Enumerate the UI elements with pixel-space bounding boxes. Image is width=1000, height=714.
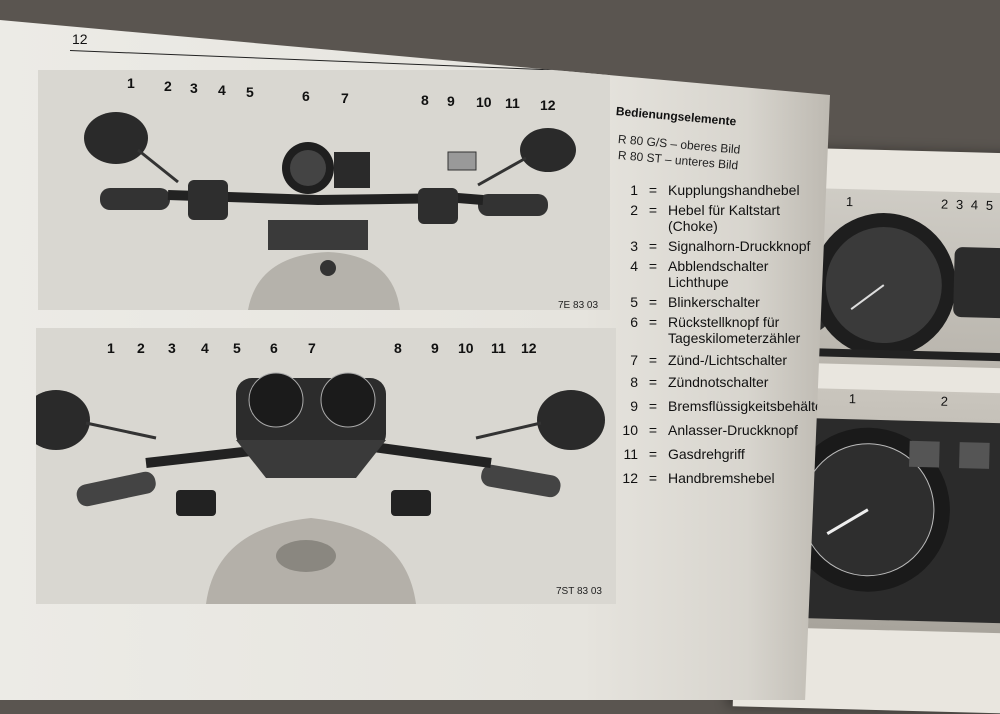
callout-5: 5	[233, 340, 241, 356]
legend-num: 10	[622, 422, 638, 438]
callout-6: 6	[270, 340, 278, 356]
callout-1: 1	[107, 340, 115, 356]
legend-text: Kupplungshandhebel	[668, 182, 800, 198]
legend-text: Hebel für Kaltstart	[668, 202, 781, 218]
legend-text: Handbremshebel	[668, 470, 775, 486]
legend-text: Signalhorn-Druckknopf	[668, 238, 811, 254]
callout-12: 12	[521, 340, 537, 356]
callout-12: 12	[540, 97, 556, 113]
callout-10: 10	[458, 340, 474, 356]
legend-item: 9=Bremsflüssigkeitsbehälter	[616, 398, 828, 414]
model-name: R 80 ST	[617, 148, 663, 166]
right-callout: 3	[955, 196, 964, 213]
legend-text: Zünd-/Lichtschalter	[668, 352, 788, 368]
callout-1: 1	[127, 75, 135, 91]
callout-7: 7	[308, 340, 316, 356]
legend-text: Bremsflüssigkeitsbehälter	[668, 398, 828, 414]
legend-text: Blinkerschalter	[668, 294, 760, 310]
legend-item: 8=Zündnotschalter	[616, 374, 768, 390]
legend-item: 3=Signalhorn-Druckknopf	[616, 238, 810, 254]
legend-text-2: Lichthupe	[668, 274, 729, 290]
callout-6: 6	[302, 88, 310, 104]
figure-code: 7E 83 03	[558, 300, 599, 311]
legend-item: 12=Handbremshebel	[616, 470, 775, 486]
legend-item: 5=Blinkerschalter	[616, 294, 760, 310]
legend-item: 7=Zünd-/Lichtschalter	[616, 352, 787, 368]
legend-text: Zündnotschalter	[668, 374, 769, 390]
legend-num: 11	[623, 446, 638, 462]
callout-3: 3	[190, 80, 198, 96]
legend-text-2: (Choke)	[668, 218, 718, 234]
right-page: 8 1 2 3 4 5 1 2	[732, 146, 1000, 714]
callout-11: 11	[491, 340, 506, 356]
callout-4: 4	[201, 340, 209, 356]
right-callout: 2	[940, 196, 949, 212]
legend-item: 11=Gasdrehgriff	[616, 446, 745, 462]
callout-7: 7	[341, 90, 349, 106]
model-name: R 80 G/S	[617, 132, 668, 151]
legend-num: 3	[630, 238, 638, 254]
right-callout: 1	[848, 391, 857, 407]
figure-code: 7ST 83 03	[556, 586, 602, 597]
legend-num: 6	[630, 314, 638, 330]
legend-heading: Bedienungselemente	[615, 104, 737, 129]
instrument-photo-top	[771, 187, 1000, 369]
legend-num: 9	[630, 398, 638, 414]
legend-text: Anlasser-Druckknopf	[668, 422, 798, 438]
legend-item: 1=Kupplungshandhebel	[616, 182, 800, 198]
right-callout: 1	[845, 194, 854, 210]
callout-9: 9	[431, 340, 439, 356]
legend-text-2: Tageskilometerzähler	[668, 330, 801, 346]
right-callout: 4	[970, 197, 979, 213]
legend-item: 10=Anlasser-Druckknopf	[616, 422, 798, 438]
manual-page: 12 7E 83 03 1 2 3 4 5 6 7 8 9 10 11 1	[0, 20, 830, 700]
callout-8: 8	[394, 340, 402, 356]
legend-num: 2	[630, 202, 638, 218]
right-callout: 2	[940, 393, 949, 409]
page-number: 12	[72, 31, 88, 47]
legend-num: 8	[630, 374, 638, 390]
legend-num: 5	[630, 294, 638, 310]
callout-2: 2	[137, 340, 145, 356]
instrument-photo-bottom	[784, 387, 1000, 634]
legend-num: 7	[630, 352, 638, 368]
handlebar-illustration-gs	[84, 112, 576, 310]
legend-num: 12	[622, 470, 638, 486]
legend-num: 1	[630, 182, 638, 198]
instrument-illustration-bottom	[785, 417, 1000, 624]
legend-item: 2=Hebel für Kaltstart(Choke)	[616, 202, 780, 234]
callout-2: 2	[164, 78, 172, 94]
legend-text: Rückstellknopf für	[668, 314, 780, 330]
callout-10: 10	[476, 94, 492, 110]
callout-3: 3	[168, 340, 176, 356]
callout-5: 5	[246, 84, 254, 100]
callout-11: 11	[505, 95, 520, 111]
legend-num: 4	[630, 258, 638, 274]
figure-r80st: 7ST 83 03	[36, 328, 616, 604]
legend-text: Gasdrehgriff	[668, 446, 745, 462]
handlebar-illustration-st	[36, 372, 605, 604]
callout-9: 9	[447, 93, 455, 109]
legend-text: Abblendschalter	[668, 258, 769, 274]
figure-r80gs: 7E 83 03	[38, 70, 610, 311]
instrument-illustration-top	[771, 213, 1000, 362]
callout-8: 8	[421, 92, 429, 108]
callout-4: 4	[218, 82, 226, 98]
right-callout: 5	[985, 197, 994, 213]
